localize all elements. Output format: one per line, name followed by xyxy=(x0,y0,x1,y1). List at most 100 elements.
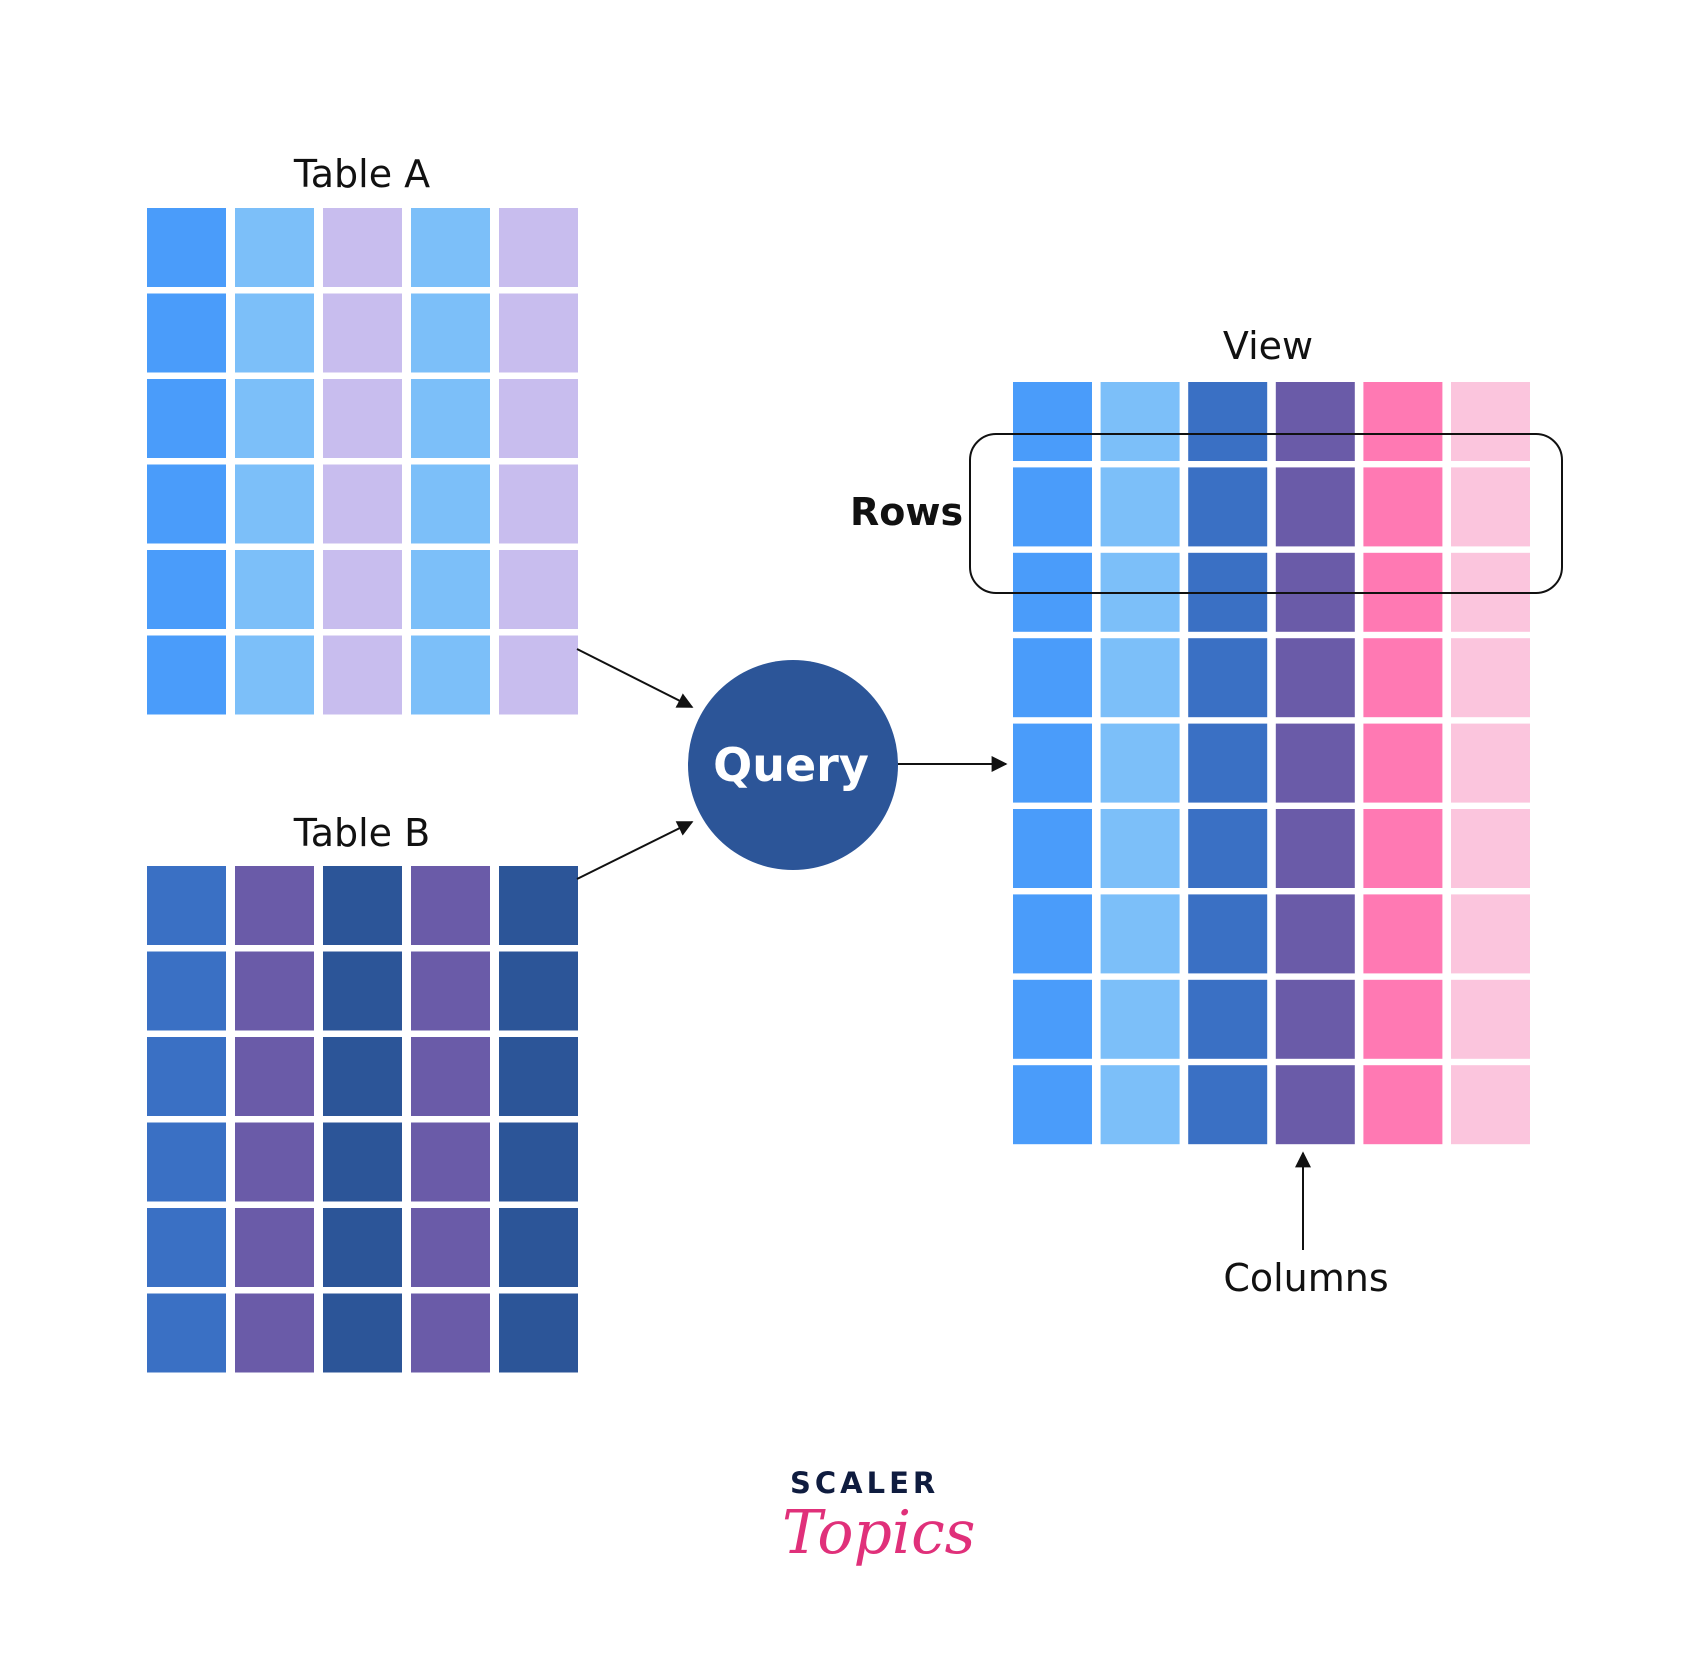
view-cell xyxy=(1275,723,1355,803)
table-b-cell xyxy=(323,1293,402,1373)
table-a-cell xyxy=(323,208,402,287)
table-a-cell xyxy=(411,208,490,287)
table-a-cell xyxy=(147,208,226,287)
table-b-cell xyxy=(411,1208,490,1287)
table-b-cell xyxy=(235,866,314,945)
view-cell xyxy=(1275,467,1355,547)
table-a-cell xyxy=(499,464,578,544)
table-a-cell xyxy=(499,550,578,629)
view-cell xyxy=(1100,894,1180,974)
table-a-cell xyxy=(499,208,578,287)
table-a-cell xyxy=(147,635,226,715)
query-label: Query xyxy=(713,738,869,792)
table-a-cell xyxy=(235,208,314,287)
table-a-cell xyxy=(411,464,490,544)
view-cell xyxy=(1188,1065,1268,1145)
arrow-table-b-to-query xyxy=(576,821,694,880)
table-b-cell xyxy=(499,1037,578,1116)
view-cell xyxy=(1100,809,1180,888)
table-b-cell xyxy=(499,866,578,945)
view-cell xyxy=(1100,638,1180,718)
table-a-cell xyxy=(147,464,226,544)
table-b-cell xyxy=(323,951,402,1031)
view-cell xyxy=(1188,723,1268,803)
table-a-cell xyxy=(323,635,402,715)
query-node xyxy=(688,660,898,870)
table-b-cell xyxy=(147,1208,226,1287)
table-b-cell xyxy=(235,951,314,1031)
table-a-cell xyxy=(411,635,490,715)
table-b-cell xyxy=(235,1122,314,1202)
table-b-title: Table B xyxy=(293,811,431,855)
table-a-cell xyxy=(411,550,490,629)
view-cell xyxy=(1013,382,1092,461)
view-title: View xyxy=(1222,324,1314,368)
table-a-title: Table A xyxy=(293,152,431,196)
table-b-cell xyxy=(147,866,226,945)
table-b-cell xyxy=(499,1293,578,1373)
view-cell xyxy=(1013,723,1092,803)
view-cell xyxy=(1013,894,1092,974)
view-cell xyxy=(1188,638,1268,718)
table-b-cell xyxy=(499,951,578,1031)
table-a-cell xyxy=(499,379,578,458)
table-a-cell xyxy=(323,464,402,544)
table-b-cell xyxy=(147,951,226,1031)
view-cell xyxy=(1100,979,1180,1059)
arrow-table-a-to-query xyxy=(576,648,694,708)
table-b-cell xyxy=(411,951,490,1031)
view-cell xyxy=(1013,1065,1092,1145)
table-a-cell xyxy=(147,379,226,458)
table-a-cell xyxy=(235,379,314,458)
view-cell xyxy=(1275,894,1355,974)
table-a-cell xyxy=(411,293,490,373)
view-cell xyxy=(1188,467,1268,547)
view-cell xyxy=(1188,809,1268,888)
table-a-cell xyxy=(499,635,578,715)
view-cell xyxy=(1451,894,1530,974)
logo-scaler-text: SCALER xyxy=(790,1466,940,1500)
table-a-cell xyxy=(235,464,314,544)
view-cell xyxy=(1363,1065,1443,1145)
view-cell xyxy=(1013,638,1092,718)
table-b-cell xyxy=(147,1037,226,1116)
table-a-cell xyxy=(323,550,402,629)
table-a-cell xyxy=(235,550,314,629)
columns-label: Columns xyxy=(1223,1256,1389,1300)
table-b-cell xyxy=(323,1037,402,1116)
view-cell xyxy=(1188,894,1268,974)
view-cell xyxy=(1100,382,1180,461)
table-a-cell xyxy=(235,293,314,373)
view-cell xyxy=(1100,1065,1180,1145)
rows-highlight-box xyxy=(969,433,1563,594)
table-b-cell xyxy=(411,1293,490,1373)
view-cell xyxy=(1451,809,1530,888)
view-cell xyxy=(1013,809,1092,888)
table-b-cell xyxy=(499,1122,578,1202)
view-cell xyxy=(1363,809,1443,888)
view-cell xyxy=(1363,638,1443,718)
table-b-cell xyxy=(147,1293,226,1373)
table-a-cell xyxy=(411,379,490,458)
view-cell xyxy=(1188,382,1268,461)
table-a-cell xyxy=(323,293,402,373)
view-cell xyxy=(1275,809,1355,888)
table-b-cell xyxy=(323,1122,402,1202)
table-b-cell xyxy=(411,866,490,945)
table-a-cell xyxy=(235,635,314,715)
view-cell xyxy=(1363,979,1443,1059)
table-b-cell xyxy=(499,1208,578,1287)
rows-label: Rows xyxy=(850,490,964,534)
table-a-cell xyxy=(147,550,226,629)
view-cell xyxy=(1363,894,1443,974)
view-cell xyxy=(1363,723,1443,803)
view-cell xyxy=(1451,382,1530,461)
table-a-grid xyxy=(147,208,578,715)
view-grid xyxy=(1013,382,1530,1145)
table-a-cell xyxy=(499,293,578,373)
view-cell xyxy=(1188,979,1268,1059)
view-cell xyxy=(1275,1065,1355,1145)
view-cell xyxy=(1363,382,1443,461)
view-cell xyxy=(1363,467,1443,547)
